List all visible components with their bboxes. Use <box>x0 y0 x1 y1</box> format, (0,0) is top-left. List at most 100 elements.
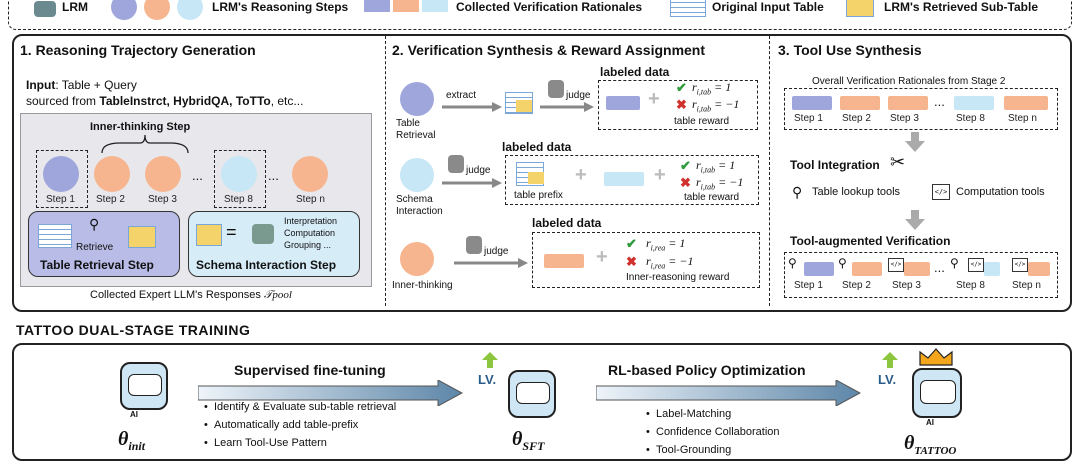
aug-bar-2 <box>852 262 882 276</box>
equals-icon: = <box>226 222 237 242</box>
interp-1: Interpretation <box>284 216 338 226</box>
theta-tattoo: θTATTOO <box>904 432 957 457</box>
input-label: Input <box>26 78 56 92</box>
step1-circle <box>43 156 79 192</box>
divider-1 <box>385 36 386 306</box>
collected-line: Collected Expert LLM's Responses 𝒯pool <box>90 289 292 302</box>
magnifier-icon: ⚲ <box>89 216 100 232</box>
aug-bar-8 <box>984 262 1000 276</box>
reward-pos-3: ri,rea = 1 <box>646 236 686 253</box>
table-icon <box>670 0 706 17</box>
sft-label: Supervised fine-tuning <box>234 362 386 378</box>
legend-purple-circle <box>111 0 137 20</box>
legend-purple-bar <box>364 0 390 12</box>
crown-icon <box>919 348 953 366</box>
robot-icon-p1 <box>252 224 274 244</box>
subtable-icon-p1 <box>128 226 156 248</box>
reward-neg-1: ri,tab = −1 <box>692 97 740 114</box>
step8-label: Step 8 <box>224 194 253 205</box>
cross-icon-3: ✖ <box>626 254 637 269</box>
step3-label: Step 3 <box>148 194 177 205</box>
rl-bullet-2: Confidence Collaboration <box>656 423 780 441</box>
aug-step8: Step 8 <box>956 280 985 291</box>
legend-reasoning-steps: LRM's Reasoning Steps <box>212 0 349 14</box>
robot-init-icon <box>120 362 168 410</box>
inner-brace <box>101 134 189 154</box>
labeled-data-3: labeled data <box>532 216 602 230</box>
robot-sft-icon <box>508 370 556 418</box>
step1-label: Step 1 <box>46 194 75 205</box>
p3-step3: Step 3 <box>890 113 919 124</box>
panel1-title: 1. Reasoning Trajectory Generation <box>20 42 256 58</box>
legend-collected-rationales: Collected Verification Rationales <box>456 0 643 14</box>
table-prefix-label: table prefix <box>514 190 563 201</box>
p2-table-label: Table <box>396 118 420 129</box>
p3-bar-2 <box>840 96 880 110</box>
aug-lookup-icon-2: ⚲ <box>838 256 847 270</box>
purple-bar-p2 <box>606 96 640 110</box>
labeled-box-1 <box>598 80 758 130</box>
aug-comp-icon-3: </> <box>888 258 904 272</box>
aug-lookup-icon-1: ⚲ <box>788 256 797 270</box>
step1-dash <box>36 150 88 208</box>
tool-aug-box <box>784 252 1058 298</box>
aug-bar-3 <box>904 262 930 276</box>
p2-inner-thinking-label: Inner-thinking <box>392 280 453 291</box>
ellipsis-2: ... <box>268 168 279 183</box>
subtable-icon-p2 <box>516 100 532 112</box>
p3-ellipsis-1: ... <box>934 94 945 109</box>
extract-label: extract <box>446 90 477 101</box>
computation-tool-icon: </> <box>932 184 950 200</box>
aug-step3: Step 3 <box>892 280 921 291</box>
sft-arrow <box>198 380 463 406</box>
cross-icon-2: ✖ <box>680 175 691 190</box>
input-line: Input: Table + Query <box>26 78 137 92</box>
inner-thinking-label: Inner-thinking Step <box>90 121 191 133</box>
robot-tattoo-icon <box>912 368 962 418</box>
plus-icon-4: + <box>596 246 608 268</box>
sft-bullets: Identify & Evaluate sub-table retrieval … <box>200 398 396 452</box>
legend-orange-bar <box>393 0 419 12</box>
input-text: : Table + Query <box>55 78 137 92</box>
p2-purple-circle <box>400 82 434 116</box>
p2-orange-circle <box>400 242 434 276</box>
legend-bar <box>8 0 1072 30</box>
table-reward-2: table reward <box>684 192 740 203</box>
judge-icon-2 <box>448 155 464 173</box>
subtable-icon <box>846 0 874 17</box>
interp-2: Computation <box>284 228 336 238</box>
judge-label-3: judge <box>484 246 509 257</box>
judge-label-2: judge <box>466 165 491 176</box>
p3-step2: Step 2 <box>842 113 871 124</box>
plus-icon-1: + <box>648 88 660 110</box>
legend-original-table: Original Input Table <box>712 0 824 14</box>
aug-comp-icon-n: </> <box>1012 258 1028 272</box>
rl-arrow <box>596 380 861 406</box>
judge-label-1: judge <box>566 90 591 101</box>
table-reward-1: table reward <box>674 116 730 127</box>
schema-interaction-step-box <box>188 211 360 277</box>
judge-arrow-2 <box>442 178 502 188</box>
lv-label-1: LV. <box>478 372 497 387</box>
lookup-tool-icon: ⚲ <box>792 184 803 200</box>
legend-retrieved-subtable: LRM's Retrieved Sub-Table <box>884 0 1038 14</box>
reward-pos-2: ri,tab = 1 <box>696 158 736 175</box>
down-arrow-2 <box>905 210 925 230</box>
aug-bar-n <box>1028 262 1050 276</box>
subtable-icon-p1b <box>196 224 222 246</box>
tools-icon: ✂ <box>890 152 906 172</box>
p3-bar-n <box>1004 96 1048 110</box>
step8-dash <box>214 150 266 208</box>
sources-line: sourced from TableInstrct, HybridQA, ToT… <box>26 94 303 108</box>
level-up-arrow-2 <box>882 352 898 368</box>
blue-bar-p2 <box>604 172 644 186</box>
legend-orange-circle <box>144 0 170 20</box>
labeled-box-3 <box>532 232 760 288</box>
reward-neg-2: ri,tab = −1 <box>696 175 744 192</box>
retrieve-label: Retrieve <box>76 242 114 253</box>
check-icon-2: ✔ <box>680 158 691 173</box>
labeled-data-1: labeled data <box>600 65 670 79</box>
judge-icon-1 <box>548 80 564 98</box>
step8-circle <box>221 156 257 192</box>
legend-blue-bar <box>422 0 448 12</box>
